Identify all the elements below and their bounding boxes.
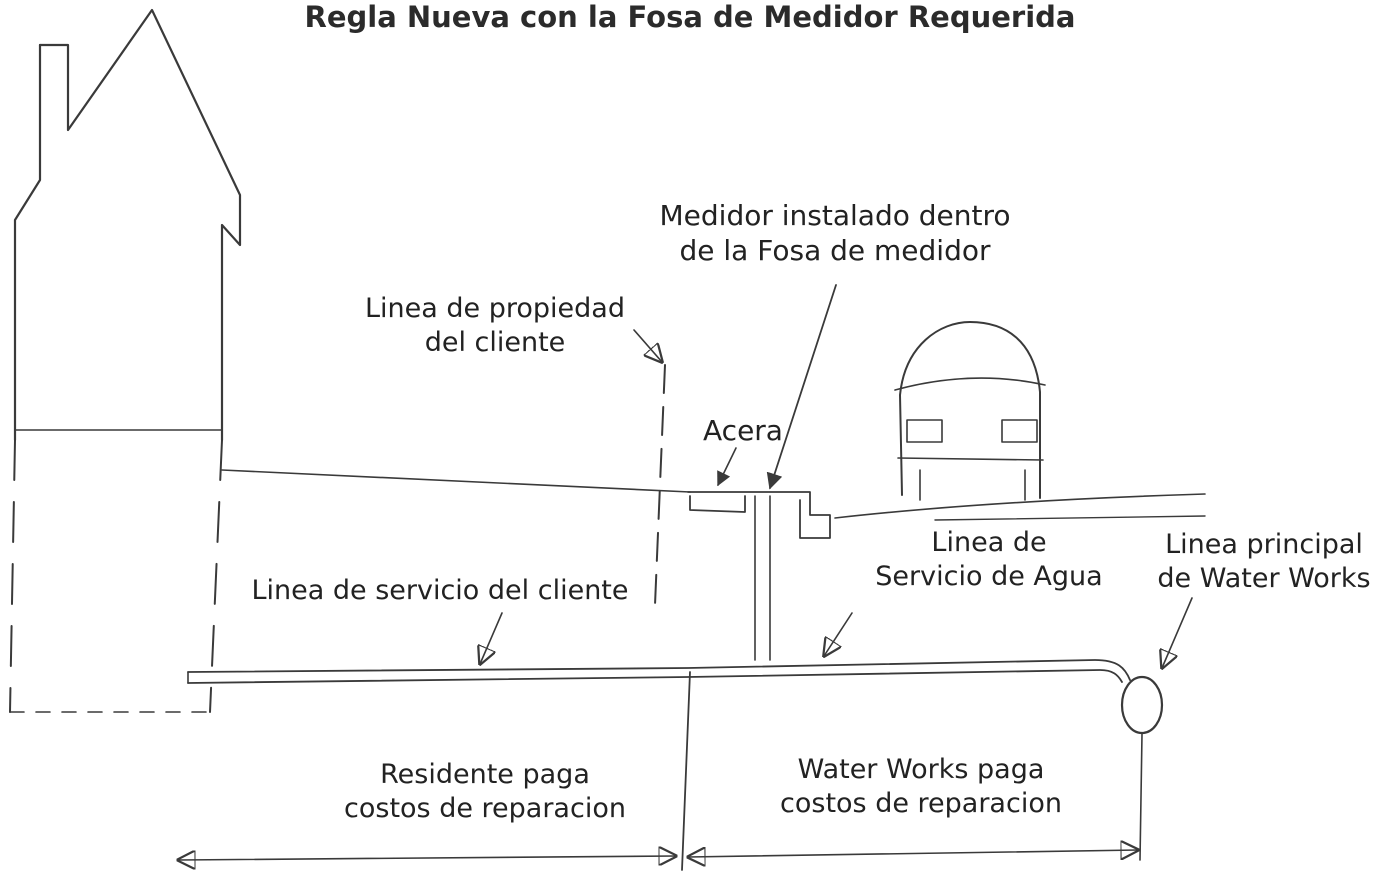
waterworks-pays-label: Water Works paga costos de reparacion <box>762 753 1080 821</box>
meter-label: Medidor instalado dentro de la Fosa de m… <box>640 198 1030 268</box>
water-service-line-label: Linea de Servicio de Agua <box>858 526 1120 594</box>
property-line <box>654 364 666 606</box>
property-line-label-line2: del cliente <box>424 326 566 358</box>
meter-label-line2: de la Fosa de medidor <box>679 234 991 267</box>
ground-line <box>221 469 1206 521</box>
resident-extent-arrow <box>178 856 676 860</box>
sidewalk-label: Acera <box>703 414 783 447</box>
customer-service-line-label: Linea de servicio del cliente <box>251 575 629 606</box>
diagram-title: Regla Nueva con la Fosa de Medidor Reque… <box>304 0 1076 34</box>
resident-pays-label-line1: Residente paga <box>380 759 590 790</box>
resident-pays-label: Residente paga costos de reparacion <box>328 758 642 826</box>
water-main-label-line2: de Water Works <box>1157 562 1371 594</box>
sidewalk-leader-arrow <box>717 447 737 487</box>
car <box>894 321 1046 501</box>
meter-label-line1: Medidor instalado dentro <box>659 199 1011 232</box>
waterworks-pays-label-line2: costos de reparacion <box>780 787 1062 819</box>
water-service-leader-arrow <box>824 612 853 656</box>
meter-leader-arrow <box>766 284 837 490</box>
meter-pit <box>687 491 831 661</box>
water-service-line-label-line2: Servicio de Agua <box>875 560 1103 592</box>
service-pipe <box>187 659 1131 684</box>
waterworks-extent-arrow <box>688 850 1138 857</box>
house <box>9 8 242 713</box>
resident-pays-label-line2: costos de reparacion <box>344 792 626 824</box>
water-main-label: Linea principal de Water Works <box>1140 528 1388 596</box>
property-line-label-line1: Linea de propiedad <box>365 293 625 324</box>
property-leader-arrow <box>633 329 662 362</box>
customer-service-leader-arrow <box>480 612 503 664</box>
water-main-label-line1: Linea principal <box>1165 529 1363 560</box>
water-main <box>1120 675 1164 735</box>
property-line-label: Linea de propiedad del cliente <box>350 292 640 360</box>
water-service-line-label-line1: Linea de <box>931 527 1047 558</box>
waterworks-pays-label-line1: Water Works paga <box>797 754 1045 785</box>
leader-arrows <box>480 284 1193 668</box>
responsibility-divider <box>681 671 1143 871</box>
main-leader-arrow <box>1162 597 1193 668</box>
